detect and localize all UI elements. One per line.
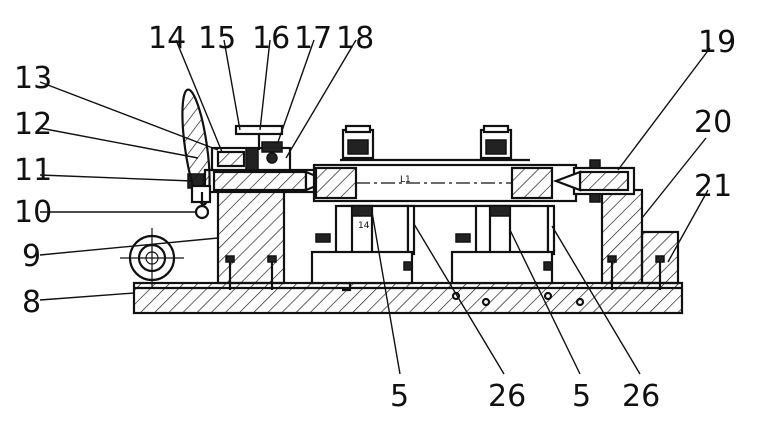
callout-21: 21 (694, 169, 732, 204)
callout-9: 9 (22, 239, 41, 274)
support-right (450, 204, 556, 285)
right-spindle-hatched (578, 170, 630, 192)
right-spindle-collar-2 (589, 193, 601, 203)
cylinder-mark: 14 (358, 221, 370, 231)
right-tailstock-body (600, 188, 644, 285)
callout-14: 14 (148, 21, 186, 56)
base-holes (451, 291, 585, 307)
shaft-mark: L1 (400, 175, 411, 185)
callout-13: 13 (14, 61, 52, 96)
right-block-bolts (607, 255, 665, 290)
callout-17: 17 (294, 21, 332, 56)
callout-18: 18 (336, 21, 374, 56)
left-support-block (216, 186, 286, 285)
callout-12: 12 (14, 107, 52, 142)
leader-lines (39, 39, 711, 375)
right-center-tip (552, 170, 582, 192)
top-clamp-right (479, 124, 513, 160)
callout-10: 10 (14, 195, 52, 230)
callout-16: 16 (252, 21, 290, 56)
callout-20: 20 (694, 105, 732, 140)
left-block-bolts (225, 255, 277, 290)
callout-26-right: 26 (622, 379, 660, 414)
callout-11: 11 (14, 153, 52, 188)
callout-15: 15 (198, 21, 236, 56)
handle-pivot (194, 204, 210, 220)
callout-8: 8 (22, 285, 41, 320)
support-left: 14 (310, 204, 416, 285)
left-spindle-hatched (212, 170, 308, 192)
callout-5-right: 5 (572, 379, 591, 414)
right-spindle-collar (589, 159, 601, 169)
main-shaft: L1 (312, 158, 578, 208)
top-clamp-left (341, 124, 375, 160)
callout-19: 19 (698, 25, 736, 60)
motor-pulley (120, 228, 184, 288)
clamp-cluster (210, 124, 292, 172)
callout-26-left: 26 (488, 379, 526, 414)
callout-5-left: 5 (390, 379, 409, 414)
